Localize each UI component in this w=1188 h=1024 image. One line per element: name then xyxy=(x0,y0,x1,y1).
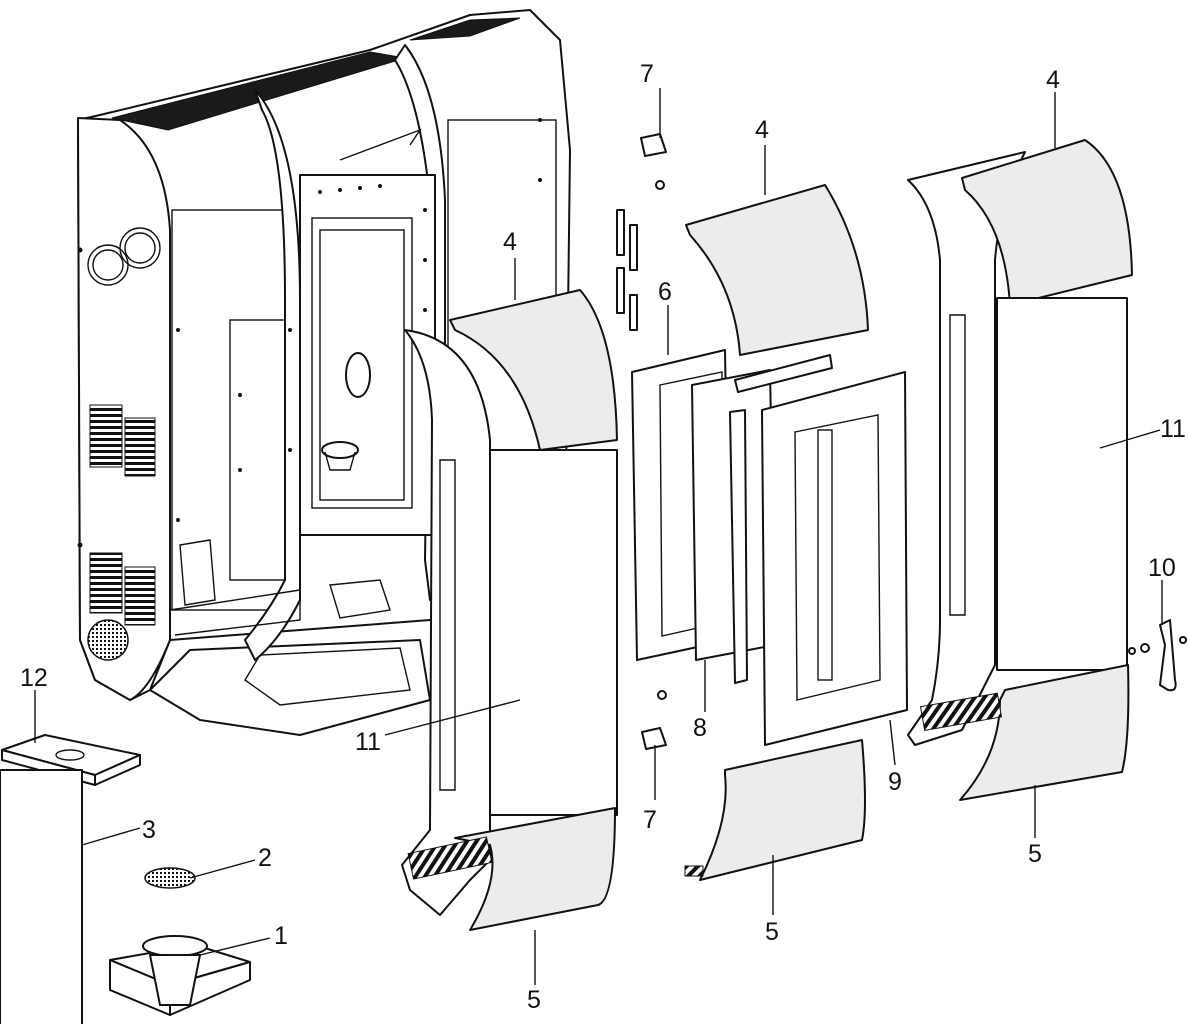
callout-5-center: 5 xyxy=(765,918,779,946)
callout-12: 12 xyxy=(20,664,48,692)
leader-lines xyxy=(34,88,1163,985)
callout-6: 6 xyxy=(658,278,672,306)
callout-9: 9 xyxy=(888,768,902,796)
callout-7-top: 7 xyxy=(640,60,654,88)
door-handle xyxy=(1159,619,1177,692)
hinge-bracket xyxy=(640,133,667,157)
callout-3: 3 xyxy=(142,816,156,844)
callout-2: 2 xyxy=(258,844,272,872)
callout-4-center: 4 xyxy=(755,116,769,144)
callout-1: 1 xyxy=(274,922,288,950)
callout-7-bottom: 7 xyxy=(643,806,657,834)
left-side-panel-assembly xyxy=(401,289,618,931)
callout-4-left: 4 xyxy=(503,228,517,256)
callout-11-left: 11 xyxy=(355,728,381,756)
callout-4-right: 4 xyxy=(1046,66,1060,94)
right-side-panel-assembly xyxy=(907,139,1187,801)
callout-8: 8 xyxy=(693,714,707,742)
door-assembly xyxy=(616,133,908,881)
callout-11-right: 11 xyxy=(1160,415,1186,443)
flue-pipe xyxy=(0,769,83,1024)
grate-icon xyxy=(144,867,196,889)
hinge-bracket xyxy=(641,727,667,750)
callout-5-left: 5 xyxy=(527,986,541,1014)
side-vent-grille xyxy=(89,404,156,626)
fan-grille-icon xyxy=(87,619,129,661)
callout-10: 10 xyxy=(1148,554,1176,582)
callout-5-right: 5 xyxy=(1028,840,1042,868)
callout-labels: 7 4 4 4 6 10 11 11 7 8 9 5 5 5 12 3 2 1 xyxy=(20,60,1186,1014)
loose-parts xyxy=(0,734,251,1024)
